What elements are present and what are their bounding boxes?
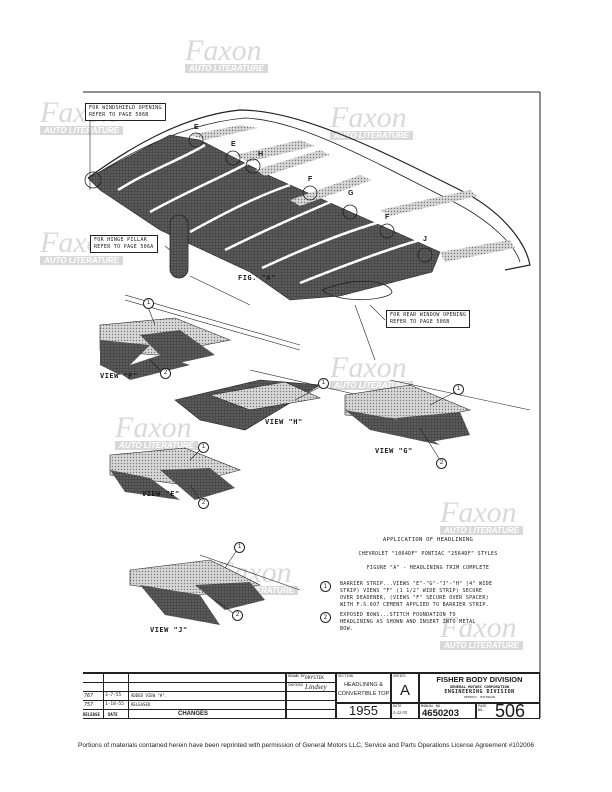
view-g-drawing [344,379,531,445]
callout-line: FOR REAR WINDOW OPENING [390,312,467,318]
note-line: EXPOSED BOWS...STITCH FOUNDATION TO [340,612,456,618]
license-disclaimer: Portions of materials contained herein h… [78,742,534,749]
date-cell [391,703,419,719]
note-line: HEADLINING AS SHOWN AND INSERT INTO META… [340,619,476,625]
date-label: DATE [393,704,402,708]
view-letter: E [194,124,199,131]
view-e-label: VIEW "E" [142,490,180,498]
section-line: HEADLINING & [344,682,383,688]
view-f-drawing [99,294,301,380]
signature-block [286,673,336,719]
hinge-pillar [169,214,189,279]
page-label: PAGE NO. [478,704,487,712]
company: FISHER BODY DIVISION [436,675,523,684]
year: 1955 [349,703,378,718]
view-letter: J [423,236,427,243]
notes-figure: FIGURE "A" - HEADLINING TRIM COMPLETE [366,565,490,571]
checked-label: CHECKED [288,683,303,687]
section-line: CONVERTIBLE TOP [337,691,390,697]
manual-number: 4650203 [422,708,459,719]
division: ENGINEERING DIVISION [444,689,515,695]
note-line: WITH F.S.607 CEMENT APPLIED TO BARRIER S… [340,602,489,608]
city: DETROIT, MICHIGAN [464,695,495,699]
change-date: 1-18-55 [105,702,124,707]
year-cell [336,703,391,719]
note-line: BOW. [340,626,354,632]
note-marker-2: 2 [320,612,331,623]
view-letter: G [348,190,354,197]
view-j-drawing [129,554,301,625]
notes-styles: CHEVROLET "1064DF" PONTIAC "2564DF" STYL… [358,551,498,557]
view-f-label: VIEW "F" [100,372,138,380]
note-line: OVER DEADENER, (VIEWS "F" SECURE OVER SP… [340,595,489,601]
view-letter: F [385,214,390,221]
rear-window-callout: FOR REAR WINDOW OPENING REFER TO PAGE 50… [386,310,471,328]
marker-2: 2 [160,368,171,379]
roof-outline [87,109,531,271]
change-description: RELEASED [131,702,151,707]
view-letter: E [231,141,236,148]
section-label: SECTION [338,674,353,678]
section-cell [336,673,391,703]
title-block: 767 3-7-55 ADDED VIEW "H". 757 1-18-55 R… [83,672,540,721]
view-letter: F [308,176,313,183]
change-table [83,673,286,719]
page-number: 506 [495,701,526,721]
note-marker-1: 1 [320,581,331,592]
marker-1: 1 [318,378,329,389]
change-release: 757 [84,702,94,708]
callout-line: REFER TO PAGE 506B [390,319,450,325]
marker-1: 1 [143,298,154,309]
view-h-label: VIEW "H" [265,418,303,426]
change-description: ADDED VIEW "H". [131,693,168,698]
manual-label: MANUAL NO. [421,704,443,708]
page-cell [476,703,540,719]
view-g-label: VIEW "G" [375,447,413,455]
drawn-label: DRAWN BY [288,674,305,678]
header-release: RELEASE [83,712,100,717]
windshield-callout: FOR WINDSHIELD OPENING REFER TO PAGE 506… [85,103,166,121]
callout-line: FOR WINDSHIELD OPENING [89,105,162,111]
company-cell [419,673,540,703]
notes-block: APPLICATION OF HEADLINING CHEVROLET "106… [318,537,538,633]
callout-line: REFER TO PAGE 506A [94,244,154,250]
hinge-pillar-callout: FOR HINGE PILLAR REFER TO PAGE 506A [90,235,158,253]
header-changes: CHANGES [178,711,209,717]
figure-title: FIG. "A" [238,274,276,282]
checked-by: Lindsey [305,683,327,691]
manual-cell [419,703,476,719]
series-label: SERIES [393,674,406,678]
marker-1: 1 [453,384,464,395]
headlining-trim [87,134,441,301]
marker-2: 2 [198,498,209,509]
callout-line: FOR HINGE PILLAR [94,237,147,243]
marker-1: 1 [198,442,209,453]
note-line: STRIP) VIEWS "F" (1 1/2" WIDE STRIP) SEC… [340,588,483,594]
drawn-by: DRYSTEK [305,676,324,681]
view-j-label: VIEW "J" [150,626,188,634]
date: 2-22-55 [393,710,408,715]
change-date: 3-7-55 [105,693,122,698]
marker-2: 2 [436,458,447,469]
marker-2: 2 [232,610,243,621]
view-letter: H [258,151,264,158]
note-line: BARRIER STRIP...VIEWS "E"-"G"-"J"-"H" (4… [340,581,493,587]
series: A [399,682,410,699]
header-date: DATE [108,712,118,717]
marker-1: 1 [234,542,245,553]
notes-title: APPLICATION OF HEADLINING [382,537,474,543]
corporation: GENERAL MOTORS CORPORATION [449,684,510,689]
series-cell [391,673,419,703]
view-e-drawing [109,447,241,500]
callout-line: REFER TO PAGE 506B [89,112,149,118]
change-release: 767 [84,693,94,699]
